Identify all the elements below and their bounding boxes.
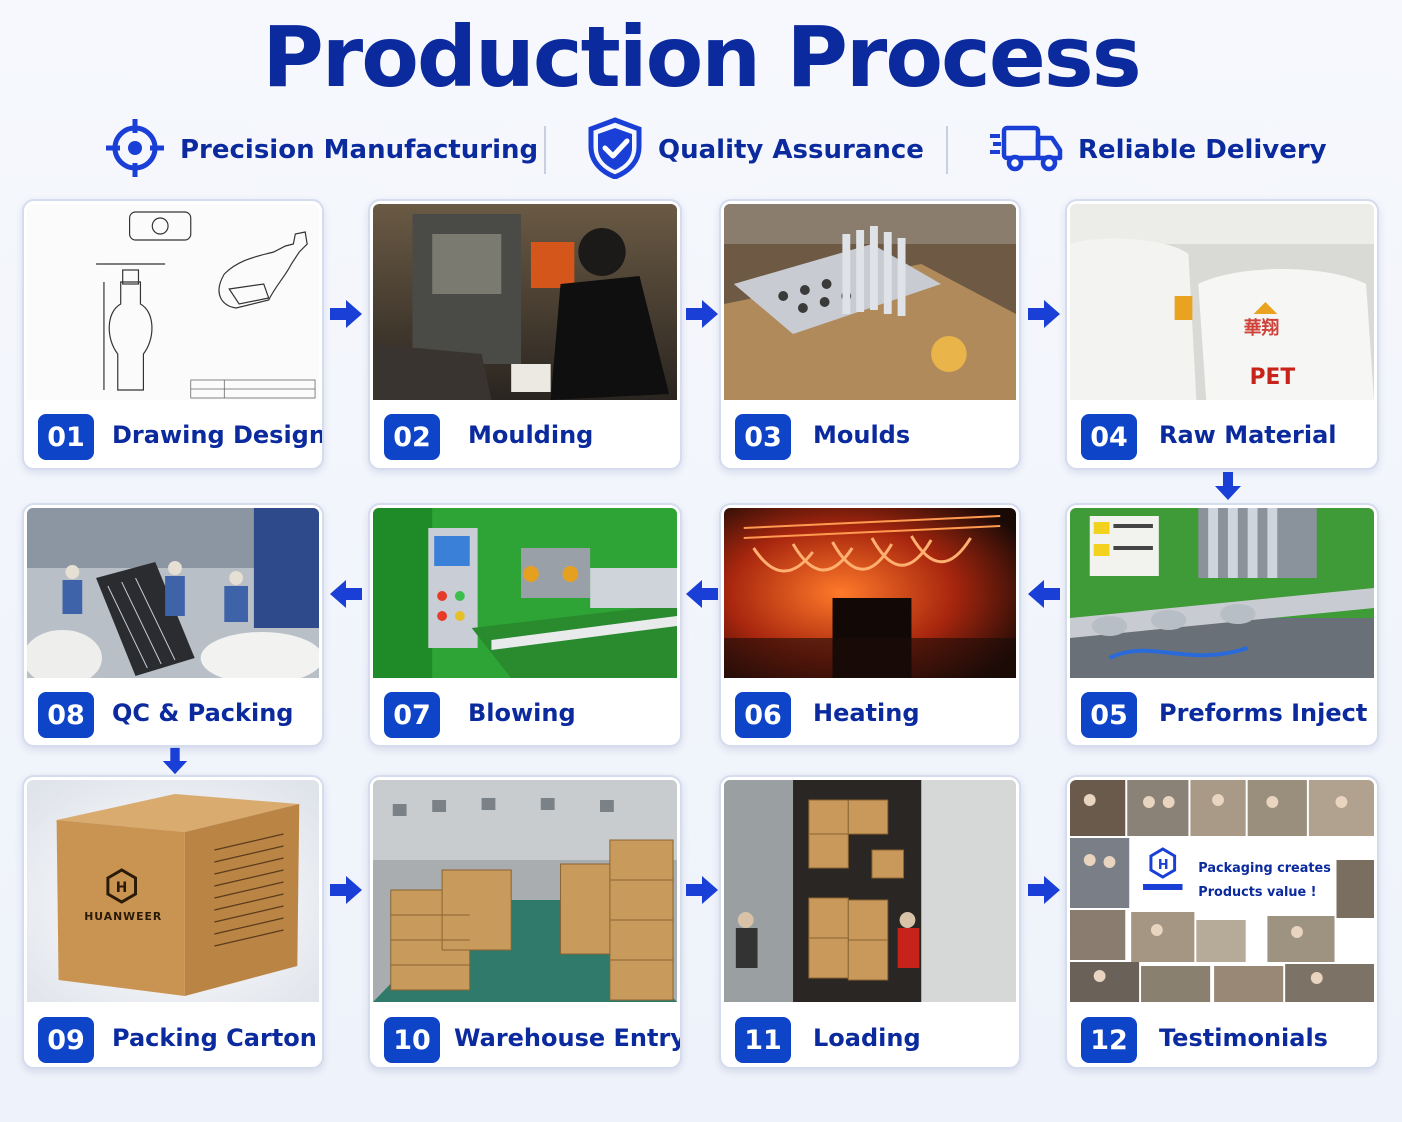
step-card-blowing: 07 Blowing xyxy=(368,503,682,747)
step-card-heating: 06 Heating xyxy=(719,503,1021,747)
feature-quality: Quality Assurance xyxy=(586,117,924,183)
arrow-left-icon xyxy=(1028,580,1060,608)
arrow-down-icon xyxy=(1215,472,1241,500)
bag-label: PET xyxy=(1250,365,1296,390)
step-card-moulds: 03 Moulds xyxy=(719,199,1021,470)
step-number-badge: 07 xyxy=(384,692,440,738)
step-card-packing-carton: H HUANWEER 09 Packing Carton xyxy=(22,775,324,1069)
step-number-badge: 06 xyxy=(735,692,791,738)
step-card-preforms-inject: 05 Preforms Inject xyxy=(1065,503,1379,747)
step-label: Testimonials xyxy=(1159,1024,1328,1052)
step-card-testimonials: H Packaging creates Products value ! 12 … xyxy=(1065,775,1379,1069)
feature-label: Precision Manufacturing xyxy=(180,135,539,165)
shield-check-icon xyxy=(586,117,644,183)
arrow-right-icon xyxy=(686,876,718,904)
step-card-warehouse-entry: 10 Warehouse Entry xyxy=(368,775,682,1069)
feature-precision: Precision Manufacturing xyxy=(104,117,539,183)
step-photo xyxy=(373,780,677,1002)
step-label: Moulds xyxy=(813,421,911,449)
svg-text:H: H xyxy=(116,880,128,896)
arrow-right-icon xyxy=(330,300,362,328)
step-number-badge: 09 xyxy=(38,1017,94,1063)
step-number-badge: 08 xyxy=(38,692,94,738)
step-number-badge: 02 xyxy=(384,414,440,460)
step-photo xyxy=(27,508,319,678)
step-label: Blowing xyxy=(468,699,576,727)
step-number-badge: 01 xyxy=(38,414,94,460)
step-card-raw-material: 華翔 PET 04 Raw Material xyxy=(1065,199,1379,470)
step-card-qc-packing: 08 QC & Packing xyxy=(22,503,324,747)
step-photo xyxy=(27,204,319,400)
feature-delivery: Reliable Delivery xyxy=(990,120,1327,180)
step-label: QC & Packing xyxy=(112,699,294,727)
arrow-down-icon xyxy=(162,747,188,775)
step-photo: H HUANWEER xyxy=(27,780,319,1002)
step-card-drawing-design: 01 Drawing Design xyxy=(22,199,324,470)
step-photo: 華翔 PET xyxy=(1070,204,1374,400)
step-label: Moulding xyxy=(468,421,594,449)
step-number-badge: 10 xyxy=(384,1017,440,1063)
step-number-badge: 04 xyxy=(1081,414,1137,460)
box-brand: HUANWEER xyxy=(84,910,162,923)
step-photo xyxy=(1070,508,1374,678)
target-icon xyxy=(104,117,166,183)
step-photo xyxy=(373,508,677,678)
feature-label: Reliable Delivery xyxy=(1078,135,1327,165)
step-number-badge: 05 xyxy=(1081,692,1137,738)
svg-text:華翔: 華翔 xyxy=(1244,317,1280,339)
testimonial-line1: Packaging creates xyxy=(1198,861,1331,876)
testimonial-line2: Products value ! xyxy=(1198,885,1316,900)
truck-icon xyxy=(990,120,1064,180)
step-number-badge: 11 xyxy=(735,1017,791,1063)
page-title: Production Process xyxy=(262,8,1142,106)
step-label: Preforms Inject xyxy=(1159,699,1368,727)
step-number-badge: 03 xyxy=(735,414,791,460)
step-label: Warehouse Entry xyxy=(454,1024,682,1052)
arrow-left-icon xyxy=(686,580,718,608)
step-label: Drawing Design xyxy=(112,421,324,449)
step-photo xyxy=(724,508,1016,678)
feature-row: Precision Manufacturing Quality Assuranc… xyxy=(0,117,1402,183)
arrow-right-icon xyxy=(686,300,718,328)
svg-text:H: H xyxy=(1158,858,1169,873)
step-label: Packing Carton xyxy=(112,1024,317,1052)
step-label: Raw Material xyxy=(1159,421,1337,449)
arrow-left-icon xyxy=(330,580,362,608)
arrow-right-icon xyxy=(1028,300,1060,328)
step-photo xyxy=(724,780,1016,1002)
arrow-right-icon xyxy=(1028,876,1060,904)
step-photo: H Packaging creates Products value ! xyxy=(1070,780,1374,1002)
step-label: Heating xyxy=(813,699,920,727)
arrow-right-icon xyxy=(330,876,362,904)
step-photo xyxy=(724,204,1016,400)
divider xyxy=(544,126,546,174)
step-card-moulding: 02 Moulding xyxy=(368,199,682,470)
divider xyxy=(946,126,948,174)
step-photo xyxy=(373,204,677,400)
feature-label: Quality Assurance xyxy=(658,135,924,165)
step-card-loading: 11 Loading xyxy=(719,775,1021,1069)
step-number-badge: 12 xyxy=(1081,1017,1137,1063)
step-label: Loading xyxy=(813,1024,921,1052)
